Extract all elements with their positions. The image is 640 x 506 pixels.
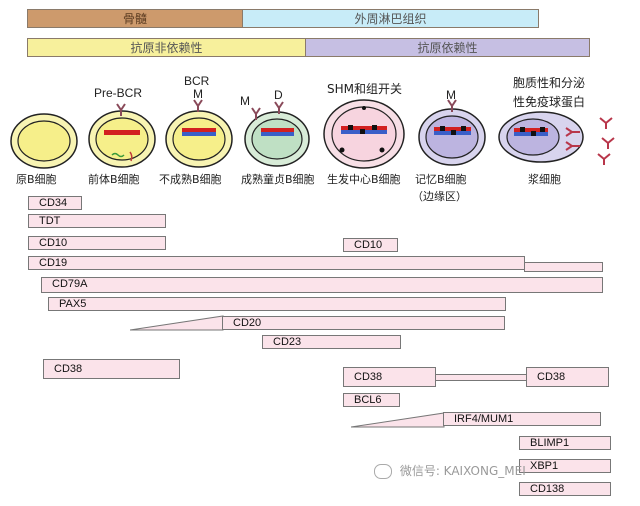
pro-b-cell bbox=[10, 113, 78, 169]
stage-pre-b: 前体B细胞 bbox=[88, 173, 140, 186]
marker-cd138: CD138 bbox=[519, 482, 611, 496]
marker-cd10-gc: CD10 bbox=[343, 238, 398, 252]
memory-m-label: M bbox=[446, 88, 456, 102]
marker-xbp1: XBP1 bbox=[519, 459, 611, 473]
bcr-label: BCR bbox=[184, 74, 210, 88]
marker-cd79a: CD79A bbox=[41, 277, 603, 293]
stage-memory-b: 记忆B细胞 bbox=[415, 173, 467, 186]
peripheral-lymphoid-label: 外周淋巴组织 bbox=[354, 12, 427, 26]
cells-diagram bbox=[10, 99, 615, 169]
watermark-text: 微信号: KAIXONG_MEI bbox=[399, 464, 526, 478]
marker-cd19: CD19 bbox=[28, 256, 525, 270]
stage-memory-b-sub: （边缘区） bbox=[412, 190, 467, 203]
marker-cd38-early: CD38 bbox=[43, 359, 180, 379]
bcr-m-label: M bbox=[193, 87, 203, 101]
marker-cd10-early: CD10 bbox=[28, 236, 166, 250]
marker-bcl6: BCL6 bbox=[343, 393, 400, 407]
cd20-wedge bbox=[130, 315, 224, 331]
plasma-cell bbox=[498, 111, 584, 163]
marker-irf4-mum1: IRF4/MUM1 bbox=[443, 412, 601, 426]
marker-cd23: CD23 bbox=[262, 335, 401, 349]
mature-naive-b-cell bbox=[244, 101, 310, 167]
bone-marrow-label: 骨髓 bbox=[122, 12, 147, 26]
wechat-watermark: 微信号: KAIXONG_MEI bbox=[374, 462, 526, 479]
mature-d-label: D bbox=[274, 88, 283, 102]
immature-b-cell bbox=[165, 99, 233, 168]
memory-b-cell bbox=[418, 99, 486, 166]
peripheral-lymphoid-bar: 外周淋巴组织 bbox=[242, 9, 539, 28]
marker-cd38-connector bbox=[435, 374, 527, 381]
shm-label: SHM和组开关 bbox=[327, 82, 402, 96]
mature-m-label: M bbox=[240, 94, 250, 108]
stage-germinal-center-b: 生发中心B细胞 bbox=[327, 173, 401, 186]
stage-plasma: 浆细胞 bbox=[528, 173, 561, 186]
plasma-secretion-label-1: 胞质性和分泌 bbox=[513, 76, 586, 90]
marker-cd34: CD34 bbox=[28, 196, 82, 210]
marker-cd38-gc: CD38 bbox=[343, 367, 436, 387]
plasma-secretion-label-2: 性免疫球蛋白 bbox=[513, 95, 586, 109]
marker-cd38-plasma: CD38 bbox=[526, 367, 609, 387]
marker-cd19-tail bbox=[524, 262, 603, 272]
pre-b-cell bbox=[88, 103, 156, 168]
antigen-independent-label: 抗原非依赖性 bbox=[130, 41, 203, 55]
antigen-dependent-label: 抗原依赖性 bbox=[417, 41, 478, 55]
marker-cd20: CD20 bbox=[222, 316, 505, 330]
stage-mature-naive-b: 成熟童贞B细胞 bbox=[241, 173, 315, 186]
bone-marrow-bar: 骨髓 bbox=[27, 9, 243, 28]
wechat-icon bbox=[374, 464, 392, 479]
stage-immature-b: 不成熟B细胞 bbox=[159, 173, 222, 186]
antigen-dependent-bar: 抗原依赖性 bbox=[305, 38, 590, 57]
marker-blimp1: BLIMP1 bbox=[519, 436, 611, 450]
antigen-independent-bar: 抗原非依赖性 bbox=[27, 38, 306, 57]
irf4-wedge bbox=[351, 412, 445, 428]
germinal-center-b-cell bbox=[323, 99, 405, 169]
marker-tdt: TDT bbox=[28, 214, 166, 228]
pre-bcr-label: Pre-BCR bbox=[94, 86, 143, 100]
marker-pax5: PAX5 bbox=[48, 297, 506, 311]
stage-pro-b: 原B细胞 bbox=[16, 173, 57, 186]
secreted-antibodies-icon bbox=[597, 117, 615, 165]
